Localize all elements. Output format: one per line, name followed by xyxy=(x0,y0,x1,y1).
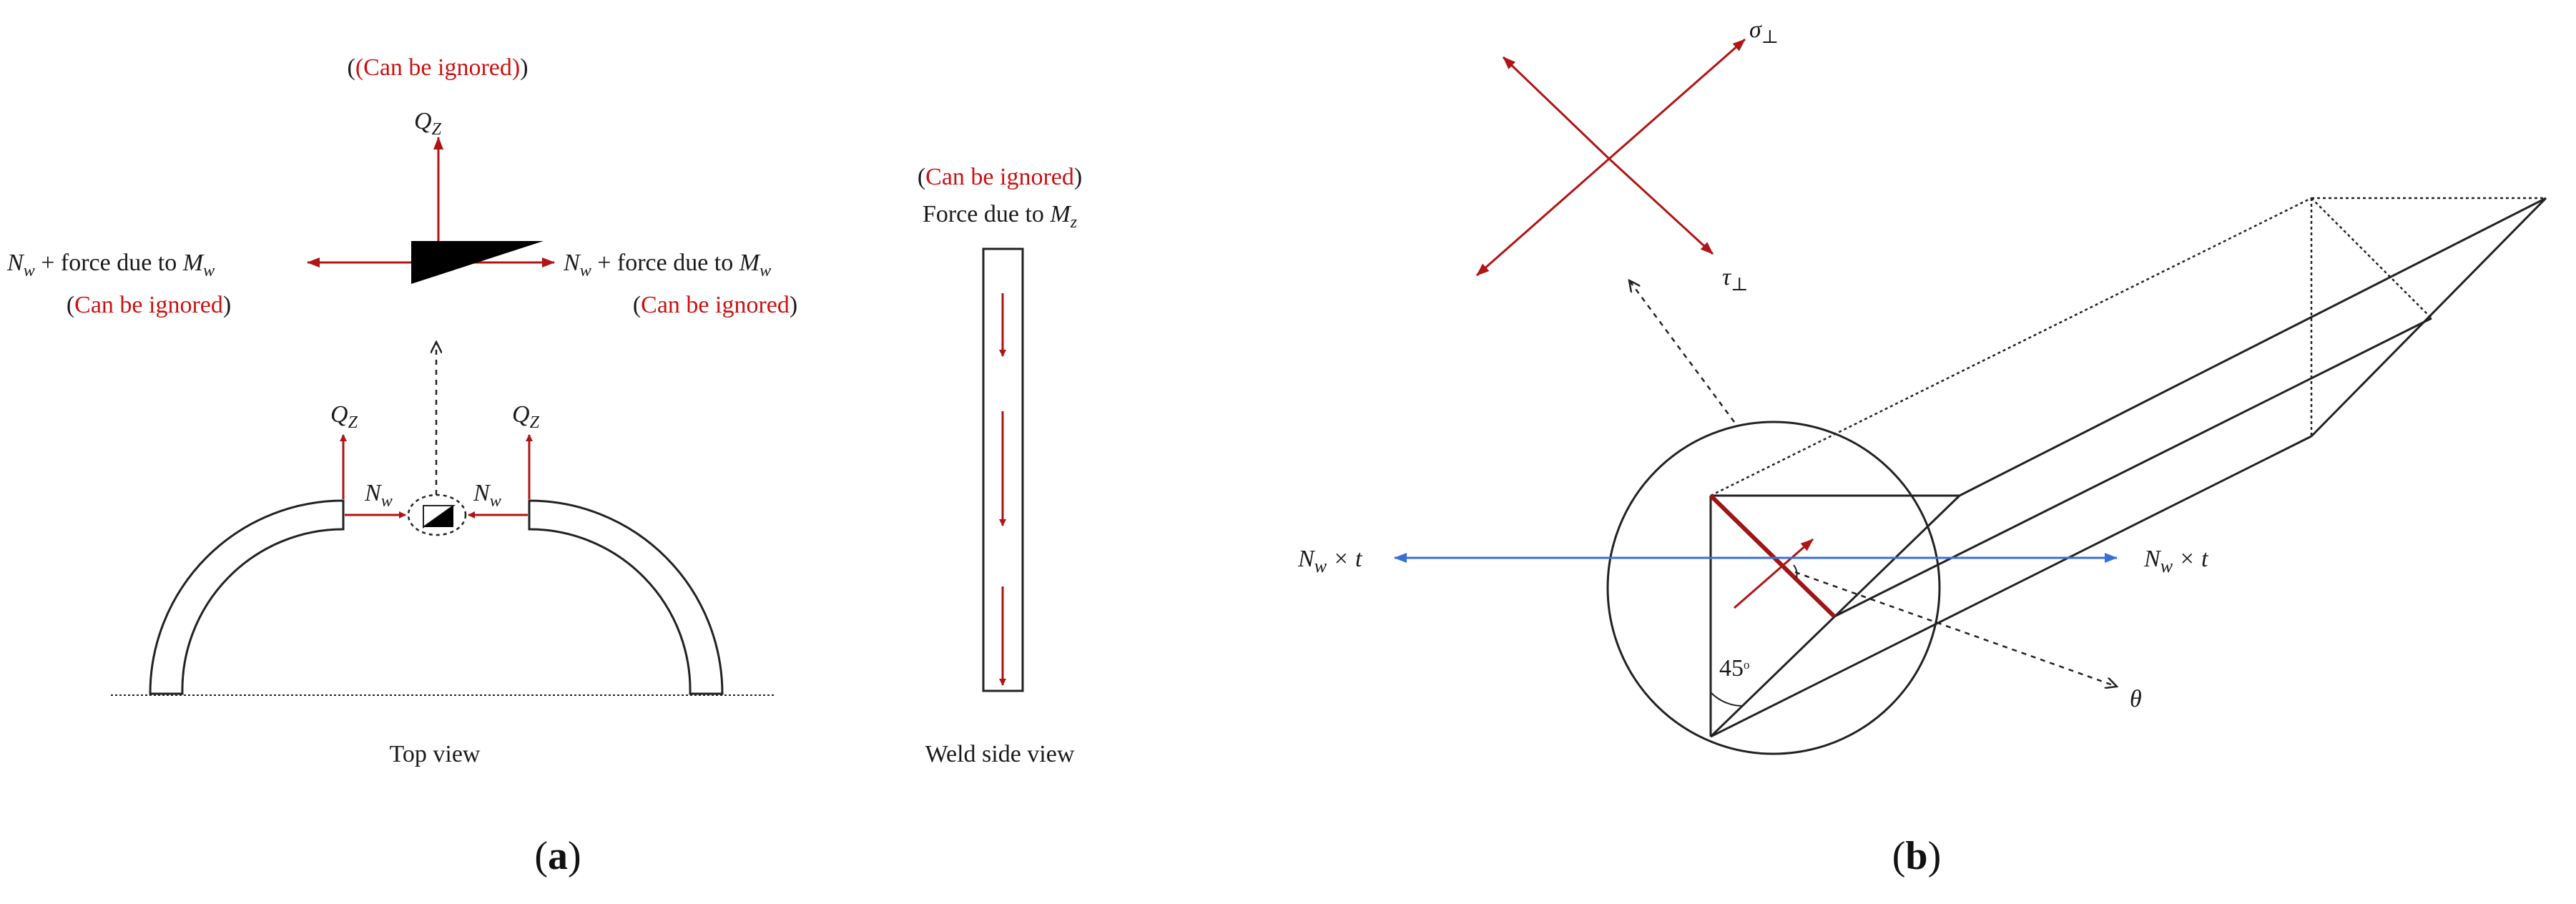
theta-arc xyxy=(1793,564,1798,579)
angle-arc xyxy=(1710,692,1743,707)
normal-stress-arrow xyxy=(1734,538,1814,609)
nw-left-label: Nw xyxy=(364,480,393,511)
qz-top-label: QZ xyxy=(414,108,442,139)
left-ignored-note: (Can be ignored) xyxy=(67,292,231,318)
panel-b: σ⊥ τ⊥ Nw × t Nw xyxy=(1297,16,2547,878)
side-ignored-note: (Can be ignored) xyxy=(918,164,1082,190)
weld-mini-icon xyxy=(423,506,453,527)
top-view: QZ QZ Nw Nw Top view xyxy=(111,401,776,767)
tau-arrow-back xyxy=(1502,56,1611,160)
prism-bottom-edge xyxy=(1710,435,2312,738)
tau-label: τ⊥ xyxy=(1722,264,1749,295)
theta-label: θ xyxy=(2130,686,2142,712)
left-arch-segment xyxy=(149,499,345,695)
sigma-label: σ⊥ xyxy=(1749,16,1779,47)
weld-cross-section-icon xyxy=(411,241,544,284)
zoom-circle xyxy=(1606,421,1941,755)
sigma-arrow-forward xyxy=(1608,38,1746,160)
caption-b: (b) xyxy=(1892,834,1941,878)
sigma-arrow-back xyxy=(1476,157,1610,277)
prism-end-diag-dotted xyxy=(2311,197,2432,319)
panel-a: ((Can be ignored)) QZ Nw + force due to … xyxy=(6,54,1082,878)
stress-cross: σ⊥ τ⊥ xyxy=(1476,16,1779,295)
throat-line xyxy=(1709,493,1837,619)
right-ignored-note: (Can be ignored) xyxy=(633,292,797,318)
prism-edge-top-dotted xyxy=(1710,197,2312,497)
right-force-label: Nw + force due to Mw xyxy=(563,250,771,280)
top-ignored-note: ((Can be ignored)) xyxy=(347,54,528,81)
side-force-label: Force due to Mz xyxy=(923,201,1078,232)
weld-side-view-label: Weld side view xyxy=(925,741,1075,767)
tau-arrow-forward xyxy=(1608,157,1714,255)
weld-side-view: (Can be ignored) Force due to Mz Weld si… xyxy=(918,164,1082,767)
prism-top-edge xyxy=(1959,197,2547,497)
qz-left-label: QZ xyxy=(330,401,358,432)
left-force-label: Nw + force due to Mw xyxy=(6,250,215,280)
weld-zoom-circle xyxy=(407,493,467,536)
prism-mid-edge xyxy=(1834,317,2432,618)
weld-prism xyxy=(1709,197,2547,738)
top-view-label: Top view xyxy=(390,741,481,767)
angle-label: 45o xyxy=(1719,655,1750,682)
load-label-right: Nw × t xyxy=(2143,546,2209,576)
top-force-diagram: ((Can be ignored)) QZ Nw + force due to … xyxy=(6,54,797,318)
zoom-link-arrow-b xyxy=(1629,280,1736,423)
load-label-left: Nw × t xyxy=(1297,546,1363,576)
theta-direction-arrow xyxy=(1794,571,2117,687)
prism-end-edge xyxy=(2310,197,2547,438)
qz-right-label: QZ xyxy=(512,401,540,432)
right-arch-segment xyxy=(528,499,724,695)
nw-right-label: Nw xyxy=(473,480,501,511)
caption-a: (a) xyxy=(534,834,581,878)
